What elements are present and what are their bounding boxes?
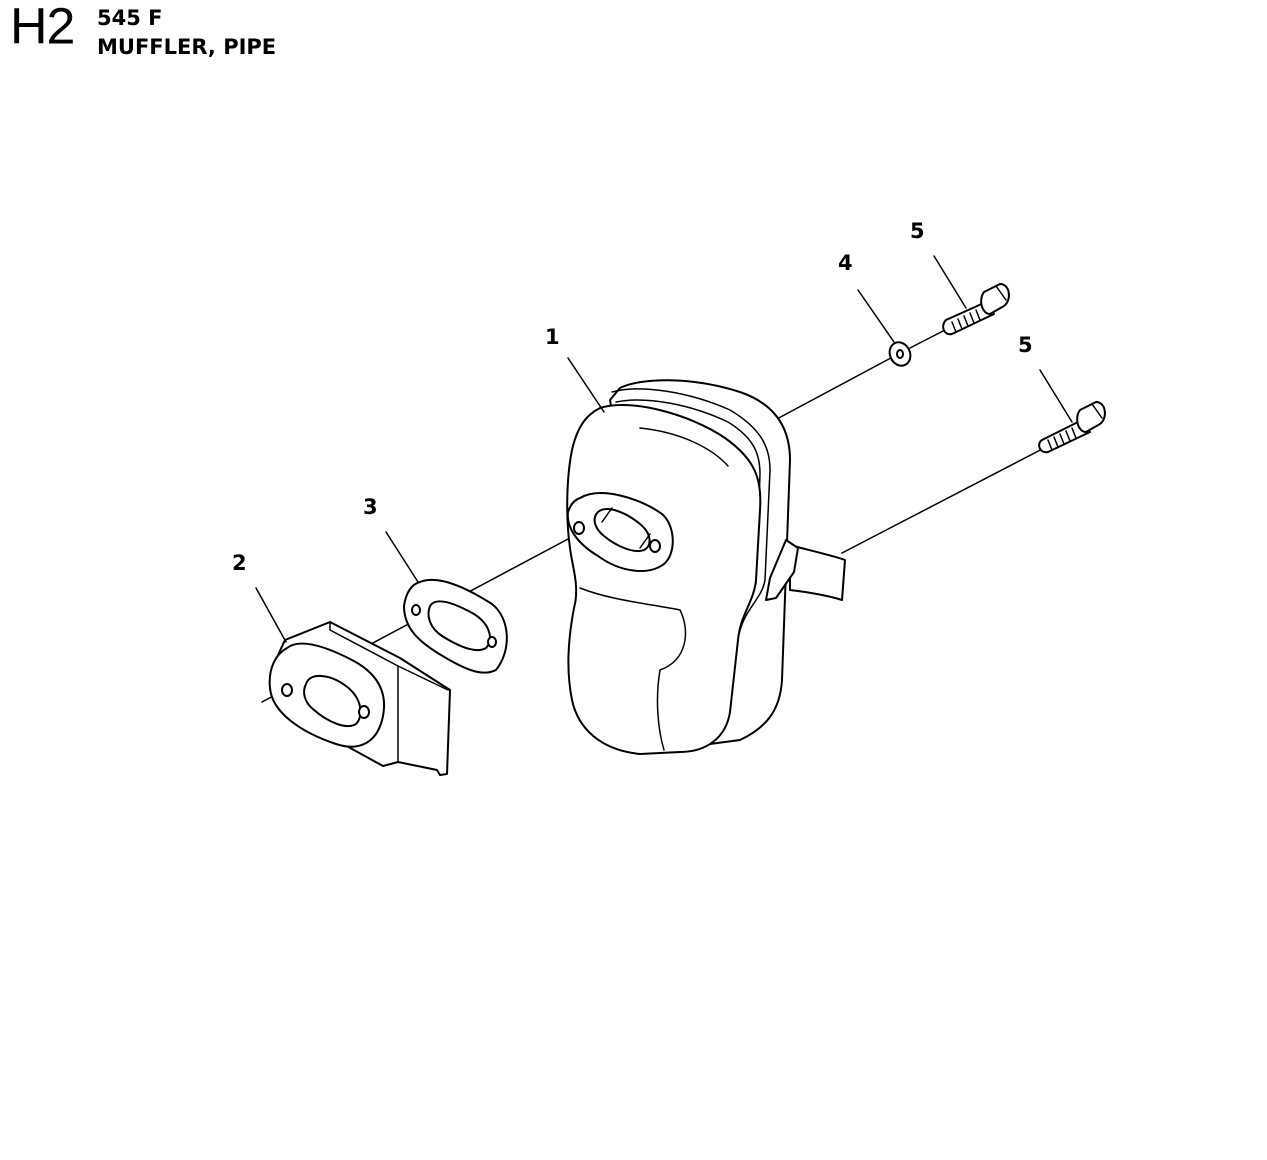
screw-upper-head: [980, 283, 1010, 315]
heat-shield-edge: [397, 665, 449, 691]
muffler-inlet-port: [593, 508, 651, 552]
leader-5-lower: [1039, 369, 1073, 423]
leader-lines: [255, 255, 1073, 643]
leader-1: [567, 357, 605, 413]
screw-lower-thread: [1047, 427, 1077, 451]
heat-shield-fold: [329, 621, 399, 763]
leader-3: [385, 531, 419, 583]
callout-5a: 5: [910, 219, 925, 243]
callout-1: 1: [545, 325, 560, 349]
gasket: [403, 578, 508, 674]
washer: [888, 341, 912, 367]
screw-lower-head-edge: [1091, 403, 1103, 419]
heat-shield-port: [303, 675, 362, 728]
assembly-line-washer-screw: [909, 329, 946, 349]
muffler-seam-inner: [615, 399, 761, 585]
assembly-line-lower: [841, 445, 1049, 554]
screw-upper-thread: [951, 309, 981, 333]
gasket-hole-left: [411, 604, 421, 616]
muffler-side-bracket: [765, 539, 799, 601]
screw-lower-head: [1076, 401, 1106, 433]
muffler-lower-contour: [579, 587, 687, 751]
screw-lower-shank: [1038, 419, 1091, 454]
diagram-title: MUFFLER, PIPE: [97, 35, 277, 59]
leader-2: [255, 587, 287, 643]
callout-2: 2: [232, 551, 247, 575]
gasket-port: [427, 600, 491, 652]
screw-upper-shank: [942, 301, 995, 336]
muffler-top-contour: [639, 427, 729, 467]
callout-4: 4: [838, 251, 853, 275]
screw-upper: [942, 283, 1010, 336]
muffler-inlet-depth: [601, 507, 651, 549]
washer-hole: [896, 349, 904, 359]
heat-shield-hole-left: [281, 683, 293, 697]
screw-upper-head-edge: [995, 285, 1007, 301]
muffler-hole-right: [649, 539, 661, 553]
screw-lower: [1038, 401, 1106, 454]
muffler-hole-left: [573, 521, 585, 535]
model-name: 545 F: [97, 6, 163, 30]
callout-5b: 5: [1018, 333, 1033, 357]
heat-shield-plate: [268, 621, 451, 776]
leader-5-upper: [933, 255, 967, 309]
muffler-outlet-pipe: [789, 544, 846, 601]
leader-4: [857, 289, 895, 343]
muffler: [566, 379, 846, 755]
diagram-header: H2 545 F MUFFLER, PIPE: [0, 0, 600, 80]
assembly-line-upper: [759, 351, 903, 429]
section-code: H2: [10, 0, 75, 56]
callout-3: 3: [363, 495, 378, 519]
gasket-hole-right: [487, 636, 497, 648]
heat-shield-hole-right: [358, 705, 370, 719]
muffler-front-cover: [566, 404, 762, 755]
